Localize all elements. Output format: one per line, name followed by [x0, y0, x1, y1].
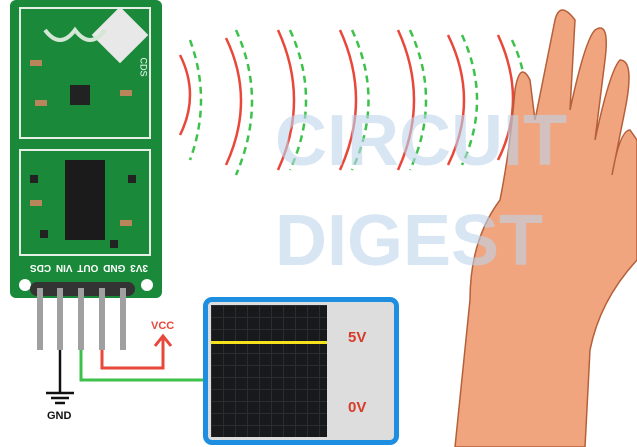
- board-outline: [19, 7, 151, 139]
- out-wire: [79, 350, 208, 382]
- ic-chip: [65, 160, 105, 240]
- hand: [454, 9, 637, 447]
- antenna-trace: [43, 26, 107, 42]
- mounting-hole: [19, 279, 31, 291]
- small-components: [30, 175, 136, 248]
- resistors: [30, 60, 132, 226]
- rf-chip: [70, 85, 90, 105]
- pin-labels: 3V3 GND OUT VIN CDS: [29, 262, 148, 273]
- header-pins: [37, 288, 126, 350]
- low-level-label: 0V: [348, 399, 367, 416]
- ground-icon: [46, 391, 74, 405]
- vcc-wire: [100, 338, 165, 370]
- chip-label: CDS: [138, 57, 149, 77]
- vcc-label: VCC: [151, 320, 175, 332]
- watermark: DIGEST: [275, 201, 544, 281]
- arrow-up-icon: [153, 333, 173, 347]
- watermark: CIRCUIT: [275, 101, 567, 181]
- mounting-hole: [141, 279, 153, 291]
- oscilloscope: 5V 0V: [203, 297, 399, 445]
- board-outline: [19, 149, 151, 256]
- radar-waves: [178, 29, 528, 176]
- high-level-label: 5V: [348, 329, 367, 346]
- signal-trace: [211, 341, 327, 344]
- gnd-label: GND: [47, 410, 72, 422]
- antenna-pad: [91, 6, 149, 64]
- scope-screen: [211, 305, 327, 437]
